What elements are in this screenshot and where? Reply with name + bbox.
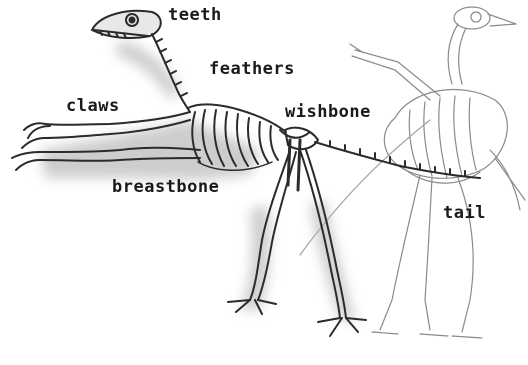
label-teeth: teeth [168,5,222,25]
label-breastbone: breastbone [112,177,219,197]
label-tail: tail [443,203,486,223]
label-wishbone: wishbone [285,102,371,122]
label-feathers: feathers [209,59,295,79]
label-claws: claws [66,96,120,116]
